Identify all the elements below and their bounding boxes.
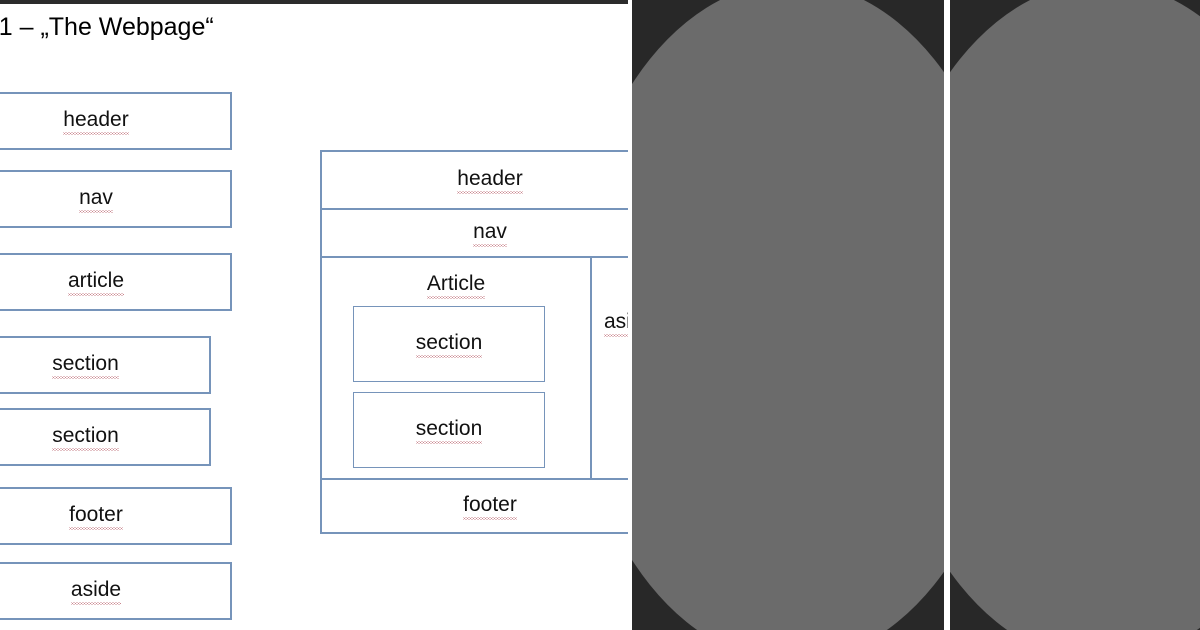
- list-item-header[interactable]: header: [0, 92, 232, 150]
- layout-section-1[interactable]: section: [353, 306, 545, 382]
- list-item-section-2[interactable]: section: [0, 408, 211, 466]
- layout-header[interactable]: header: [320, 150, 628, 210]
- layout-section-2[interactable]: section: [353, 392, 545, 468]
- list-item-label: aside: [70, 578, 122, 605]
- list-item-aside[interactable]: aside: [0, 562, 232, 620]
- slide-top-rule: [0, 0, 628, 4]
- layout-article[interactable]: Article section section: [320, 256, 592, 480]
- layout-article-label: Article: [426, 272, 486, 299]
- list-item-label: article: [67, 269, 125, 296]
- page-title: gn 1 – „The Webpage“: [0, 13, 214, 41]
- layout-nav[interactable]: nav: [320, 208, 628, 258]
- dark-panel-1: [632, 0, 944, 630]
- list-item-label: nav: [79, 186, 113, 213]
- list-item-label: header: [63, 108, 130, 135]
- layout-footer[interactable]: footer: [320, 478, 628, 534]
- list-item-nav[interactable]: nav: [0, 170, 232, 228]
- list-item-label: section: [52, 424, 119, 451]
- slide-canvas: gn 1 – „The Webpage“ header nav article …: [0, 0, 628, 620]
- list-item-article[interactable]: article: [0, 253, 232, 311]
- layout-section-label: section: [415, 331, 482, 358]
- list-item-label: section: [52, 352, 119, 379]
- gray-circle-shape: [950, 0, 1200, 630]
- page-layout-diagram: header nav Article section section: [320, 150, 628, 534]
- gray-circle-shape: [632, 0, 944, 630]
- layout-header-label: header: [457, 167, 524, 194]
- layout-footer-label: footer: [463, 493, 517, 520]
- list-item-section-1[interactable]: section: [0, 336, 211, 394]
- list-item-label: footer: [69, 503, 123, 530]
- list-item-footer[interactable]: footer: [0, 487, 232, 545]
- layout-main-region: Article section section asi: [320, 256, 628, 480]
- dark-panel-2: [950, 0, 1200, 630]
- layout-section-label: section: [415, 417, 482, 444]
- layout-aside-label: asi: [604, 310, 628, 337]
- layout-aside[interactable]: asi: [590, 256, 628, 480]
- layout-nav-label: nav: [473, 220, 507, 247]
